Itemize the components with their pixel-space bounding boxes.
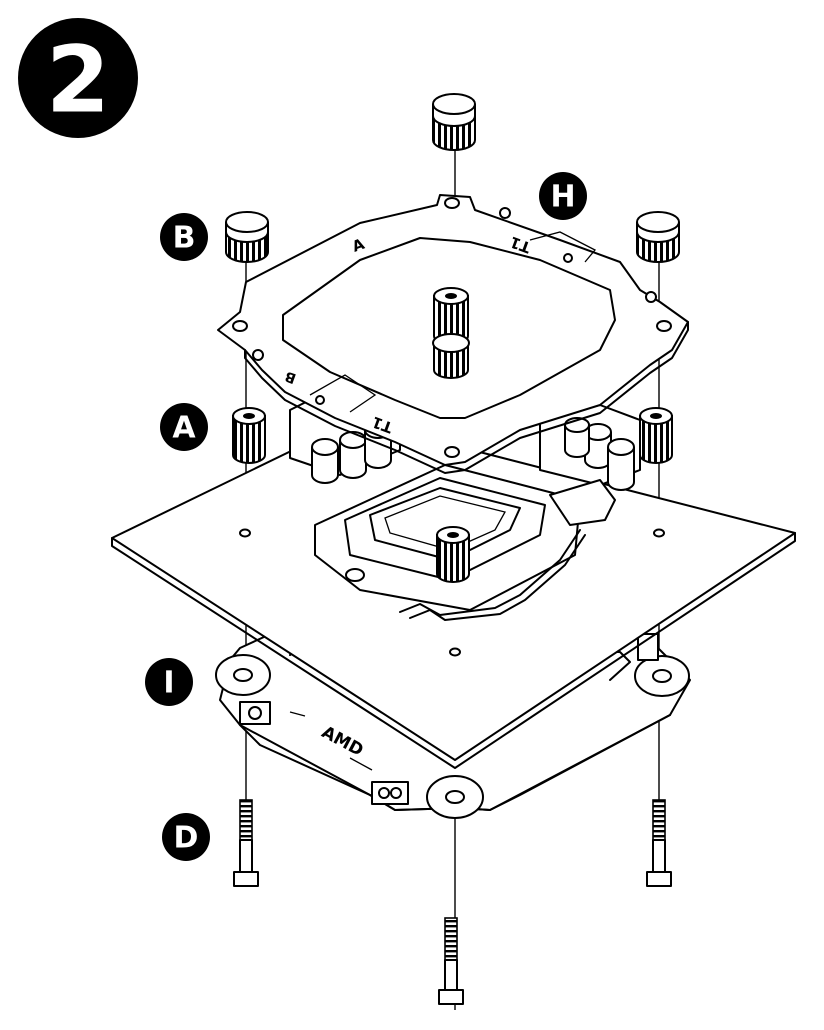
callout-d: D — [162, 813, 210, 861]
step-number-badge: 2 — [18, 18, 138, 138]
thumb-nut-right — [636, 211, 680, 263]
screw-left — [233, 799, 259, 887]
callout-b: B — [160, 213, 208, 261]
svg-text:D: D — [174, 821, 199, 856]
svg-text:I: I — [163, 666, 174, 701]
svg-text:A: A — [172, 411, 196, 446]
bracket-mark-t1-top: T1 — [507, 233, 533, 257]
backplate-boss-right — [634, 655, 690, 697]
backplate-slot-left — [239, 701, 271, 725]
callout-h: H — [539, 172, 587, 220]
standoff-back — [433, 287, 469, 345]
svg-text:B: B — [173, 221, 196, 256]
motherboard-hole-front — [449, 647, 461, 657]
backplate-slot-right — [637, 633, 659, 661]
motherboard-hole-right — [653, 528, 665, 538]
svg-text:H: H — [550, 180, 575, 215]
bracket-mark-b: B — [283, 367, 299, 386]
thumb-nut-top — [432, 93, 476, 151]
screw-front — [438, 917, 464, 1005]
callout-a: A — [160, 403, 208, 451]
backplate-boss-left — [215, 654, 271, 696]
step-number: 2 — [46, 27, 110, 134]
backplate-boss-front — [426, 775, 484, 819]
callout-i: I — [145, 658, 193, 706]
standoff-center — [432, 333, 470, 379]
standoff-front — [436, 526, 470, 583]
backplate-slot-front — [371, 781, 409, 805]
bracket-mark-t1-left: T1 — [369, 413, 395, 437]
screw-right — [646, 799, 672, 887]
standoff-right — [639, 407, 673, 464]
socket-screw — [345, 568, 365, 582]
standoff-front-left — [232, 407, 266, 464]
thumb-nut-left — [225, 211, 269, 263]
motherboard-hole-left — [239, 528, 251, 538]
